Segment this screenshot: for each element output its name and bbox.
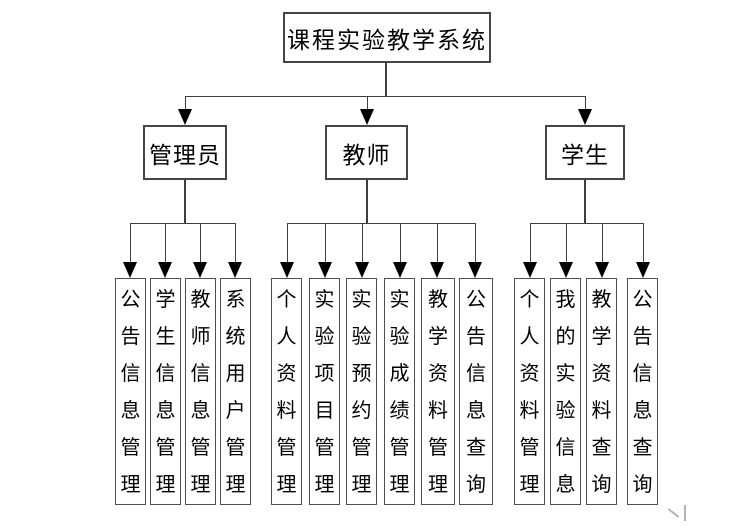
arrowhead-down-icon [578, 109, 592, 125]
root-node-course-experiment-teaching-system: 课程实验教学系统 [283, 12, 491, 63]
arrowhead-down-icon [193, 262, 207, 278]
leaf-label: 个人资料管理 [519, 287, 540, 496]
connector-line [437, 223, 438, 263]
connector-line [366, 180, 368, 223]
connector-line [185, 96, 186, 110]
leaf-label: 我的实验信息 [555, 287, 576, 496]
arrowhead-down-icon [595, 262, 609, 278]
connector-line [530, 223, 531, 263]
arrowhead-down-icon [318, 262, 332, 278]
connector-line [185, 96, 586, 97]
connector-line [287, 223, 476, 224]
connector-line [566, 223, 567, 263]
arrowhead-down-icon [178, 109, 192, 125]
leaf-label: 教学资料查询 [591, 287, 612, 496]
connector-line [200, 223, 201, 263]
watermark-fragment-icon [684, 505, 686, 521]
leaf-personal-profile-management: 个人资料管理 [271, 278, 302, 505]
arrowhead-down-icon [360, 109, 374, 125]
leaf-system-user-management: 系统用户管理 [220, 278, 251, 505]
arrowhead-down-icon [559, 262, 573, 278]
connector-line [475, 223, 476, 263]
branch-node-admin: 管理员 [143, 125, 227, 180]
arrowhead-down-icon [468, 262, 482, 278]
leaf-teaching-material-query: 教学资料查询 [586, 278, 617, 505]
branch-node-admin-label: 管理员 [149, 142, 221, 169]
connector-line [165, 223, 166, 263]
connector-line [643, 223, 644, 263]
arrowhead-down-icon [158, 262, 172, 278]
connector-line [362, 223, 363, 263]
leaf-experiment-reservation-management: 实验预约管理 [346, 278, 377, 505]
connector-line [130, 223, 131, 263]
branch-node-teacher: 教师 [325, 125, 408, 180]
arrowhead-down-icon [280, 262, 294, 278]
arrowhead-down-icon [355, 262, 369, 278]
leaf-announcement-info-query: 公告信息查询 [459, 278, 493, 505]
arrowhead-down-icon [393, 262, 407, 278]
branch-node-student-label: 学生 [561, 142, 609, 169]
arrowhead-down-icon [523, 262, 537, 278]
leaf-teacher-info-management: 教师信息管理 [185, 278, 216, 505]
arrowhead-down-icon [636, 262, 650, 278]
leaf-experiment-project-management: 实验项目管理 [309, 278, 340, 505]
leaf-label: 实验预约管理 [351, 287, 372, 496]
leaf-label: 学生信息管理 [155, 287, 176, 496]
branch-node-student: 学生 [545, 125, 625, 180]
leaf-label: 公告信息查询 [466, 287, 486, 496]
leaf-teaching-material-management: 教学资料管理 [421, 278, 455, 505]
leaf-experiment-score-management: 实验成绩管理 [384, 278, 415, 505]
leaf-label: 教师信息管理 [190, 287, 211, 496]
leaf-personal-profile-management: 个人资料管理 [514, 278, 545, 505]
connector-line [584, 180, 586, 223]
connector-line [184, 180, 186, 223]
leaf-label: 教学资料管理 [428, 287, 448, 496]
leaf-my-experiment-info: 我的实验信息 [550, 278, 581, 505]
connector-line [130, 223, 236, 224]
leaf-announcement-info-query: 公告信息查询 [627, 278, 658, 505]
leaf-label: 实验成绩管理 [389, 287, 410, 496]
connector-line [367, 96, 368, 110]
arrowhead-down-icon [123, 262, 137, 278]
leaf-label: 实验项目管理 [314, 287, 335, 496]
connector-line [385, 63, 387, 96]
connector-line [530, 223, 644, 224]
leaf-label: 系统用户管理 [225, 287, 246, 496]
branch-node-teacher-label: 教师 [342, 142, 391, 169]
leaf-label: 公告信息查询 [632, 287, 653, 496]
connector-line [400, 223, 401, 263]
connector-line [235, 223, 236, 263]
leaf-label: 个人资料管理 [276, 287, 297, 496]
leaf-announcement-info-management: 公告信息管理 [115, 278, 146, 505]
root-node-label: 课程实验教学系统 [287, 27, 487, 54]
arrowhead-down-icon [228, 262, 242, 278]
connector-line [325, 223, 326, 263]
watermark-fragment-icon [667, 508, 680, 518]
leaf-label: 公告信息管理 [120, 287, 141, 496]
connector-line [585, 96, 586, 110]
connector-line [287, 223, 288, 263]
arrowhead-down-icon [430, 262, 444, 278]
connector-line [602, 223, 603, 263]
leaf-student-info-management: 学生信息管理 [150, 278, 181, 505]
